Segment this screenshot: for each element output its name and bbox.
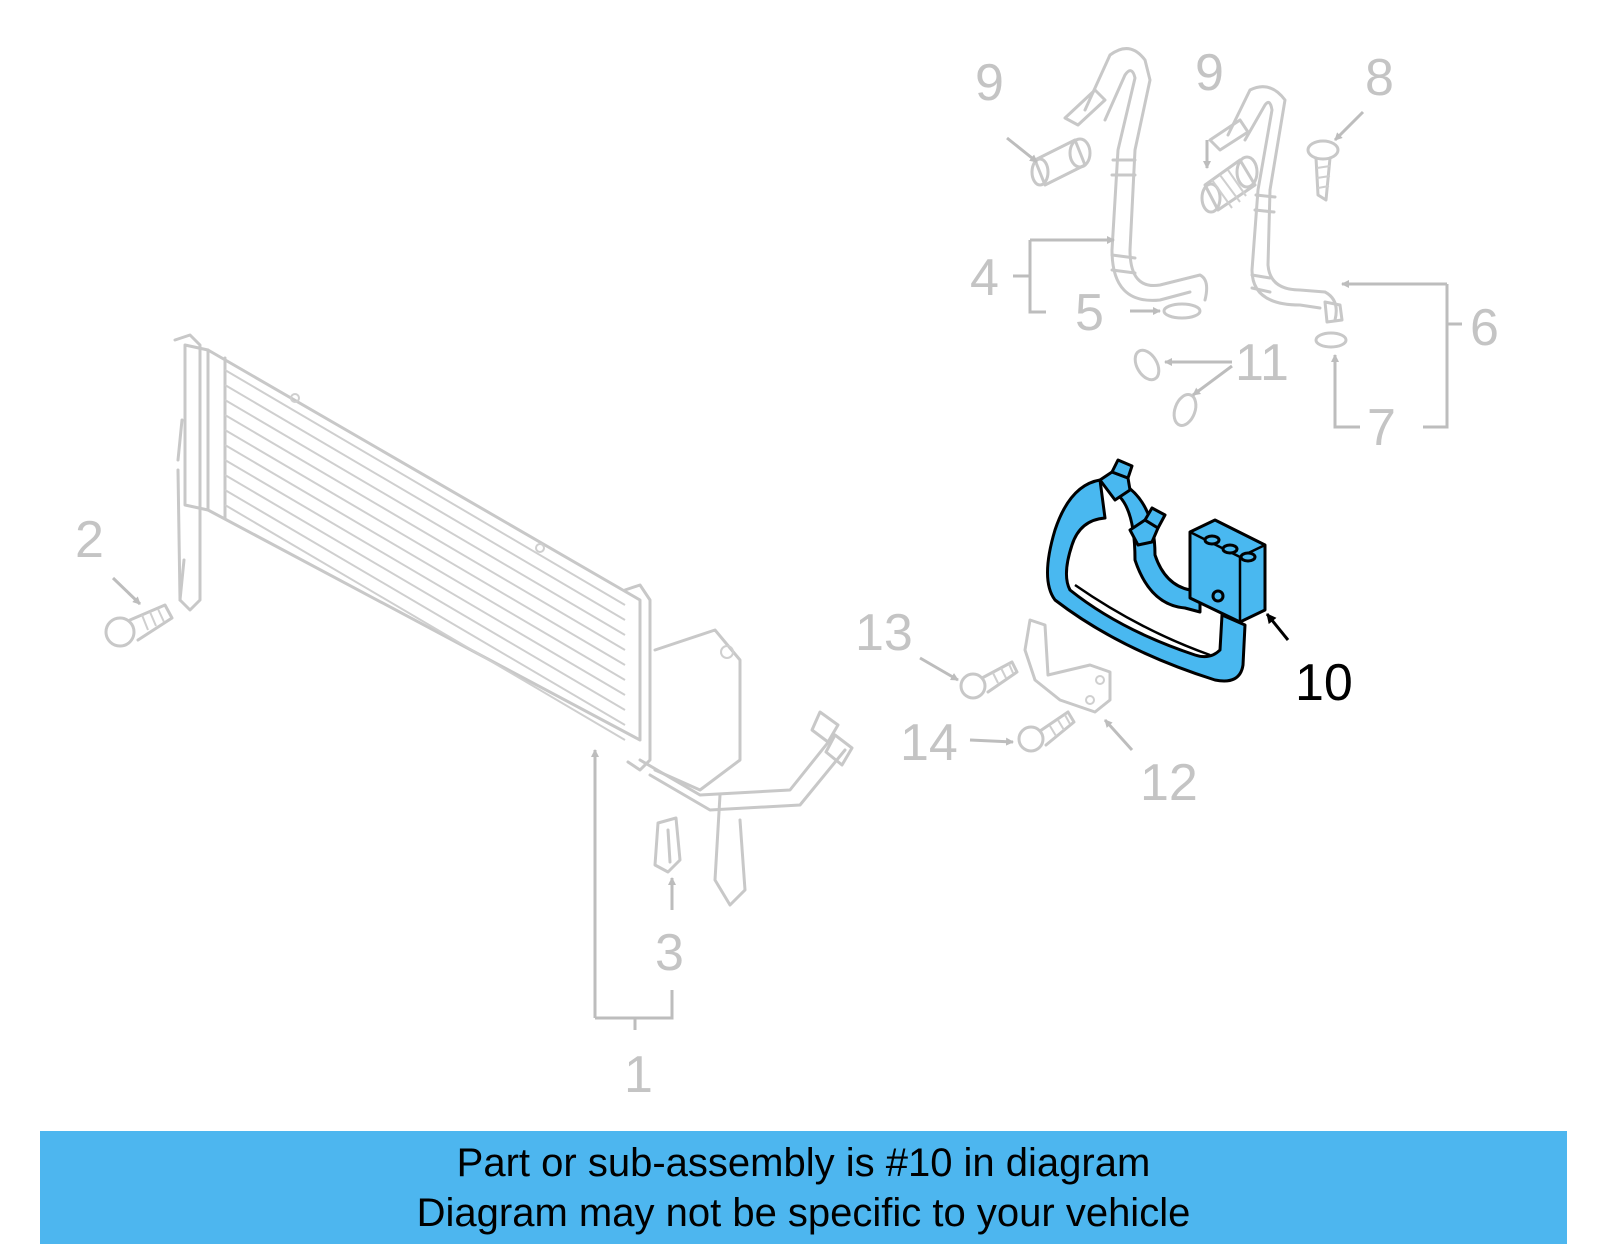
callout-1: 1 [624,1046,653,1104]
part-9-grommet-a [1030,137,1092,187]
part-11-o-rings [1133,348,1198,427]
part-14-screw [1017,710,1076,753]
part-10-cooler-line-assembly [1046,458,1267,683]
callout-7: 7 [1367,399,1396,457]
banner-line-part: Part or sub-assembly is #10 in diagram [456,1140,1151,1185]
part-13-screw [959,660,1019,700]
callout-4: 4 [970,249,999,307]
info-banner: Part or sub-assembly is #10 in diagram D… [40,1131,1567,1244]
part-12-bracket [1023,618,1112,714]
callout-11: 11 [1235,334,1289,392]
part-7-o-ring [1314,331,1348,349]
leader-lines [111,110,1462,1030]
banner-line-disclaimer: Diagram may not be specific to your vehi… [416,1190,1191,1235]
callout-10: 10 [1295,654,1353,712]
callout-2: 2 [75,511,104,569]
callout-6: 6 [1470,299,1499,357]
part-5-o-ring [1162,302,1202,320]
callout-13: 13 [855,604,913,662]
callout-3: 3 [655,924,684,982]
part-3-clip [653,816,682,874]
callout-5: 5 [1075,284,1104,342]
callout-12: 12 [1140,754,1198,812]
part-4-hose [1063,47,1209,302]
part-2-bolt [104,603,174,648]
callout-9b: 9 [1195,44,1224,102]
callout-14: 14 [900,714,958,772]
part-9-grommet-b [1200,155,1259,214]
part-6-hose [1208,85,1344,324]
callout-9a: 9 [975,54,1004,112]
part-8-screw [1306,139,1340,202]
callout-labels: 1 2 3 4 5 6 7 8 9 9 10 11 12 13 14 [75,44,1499,1104]
callout-8: 8 [1365,49,1394,107]
part-1-oil-cooler [173,333,854,907]
